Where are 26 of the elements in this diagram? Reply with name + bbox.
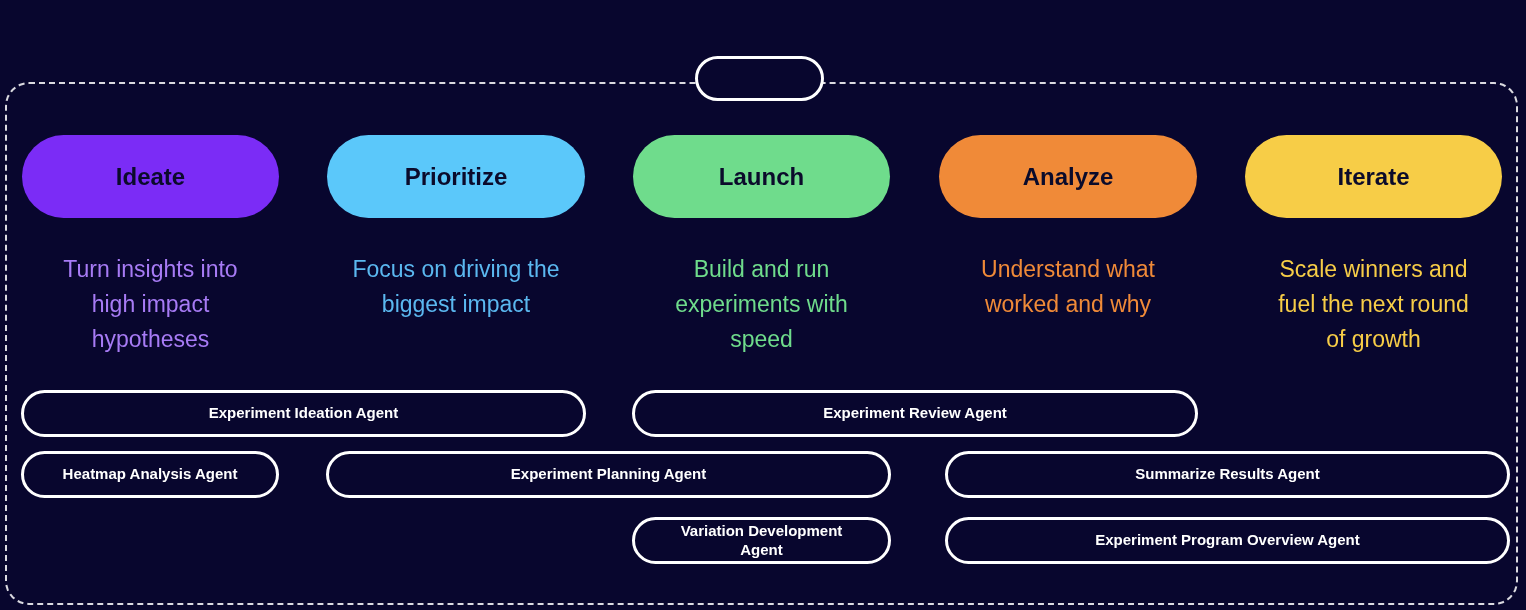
phase-description: Focus on driving the biggest impact	[352, 255, 560, 319]
phase-title: Analyze	[1022, 161, 1114, 192]
agent-label: Experiment Planning Agent	[510, 465, 707, 484]
phase-title: Launch	[718, 161, 805, 192]
agent-label: Experiment Review Agent	[823, 404, 1007, 423]
phase-title: Ideate	[115, 161, 186, 192]
agent-label: Variation Development Agent	[679, 521, 844, 560]
phase-title: Prioritize	[404, 161, 508, 192]
agent-label: Experiment Program Overview Agent	[1095, 531, 1360, 550]
agent-pill	[21, 390, 586, 437]
agent-pill	[945, 517, 1510, 564]
phase-description: Understand what worked and why	[980, 255, 1156, 319]
agent-pill	[632, 517, 891, 564]
phase-title: Iterate	[1337, 161, 1410, 192]
agent-pill	[945, 451, 1510, 498]
agent-pill	[21, 451, 279, 498]
phase-description: Scale winners and fuel the next round of growth	[1277, 255, 1470, 354]
phase-description: Turn insights into high impact hypotheses	[62, 255, 239, 354]
dashed-container	[5, 82, 1518, 605]
agent-label: Summarize Results Agent	[1135, 465, 1320, 484]
agent-label: Experiment Ideation Agent	[208, 404, 399, 423]
agent-label: Heatmap Analysis Agent	[62, 465, 238, 484]
agent-pill	[632, 390, 1198, 437]
empty-pill	[695, 56, 824, 101]
phase-description: Build and run experiments with speed	[674, 255, 849, 354]
agent-pill	[326, 451, 891, 498]
